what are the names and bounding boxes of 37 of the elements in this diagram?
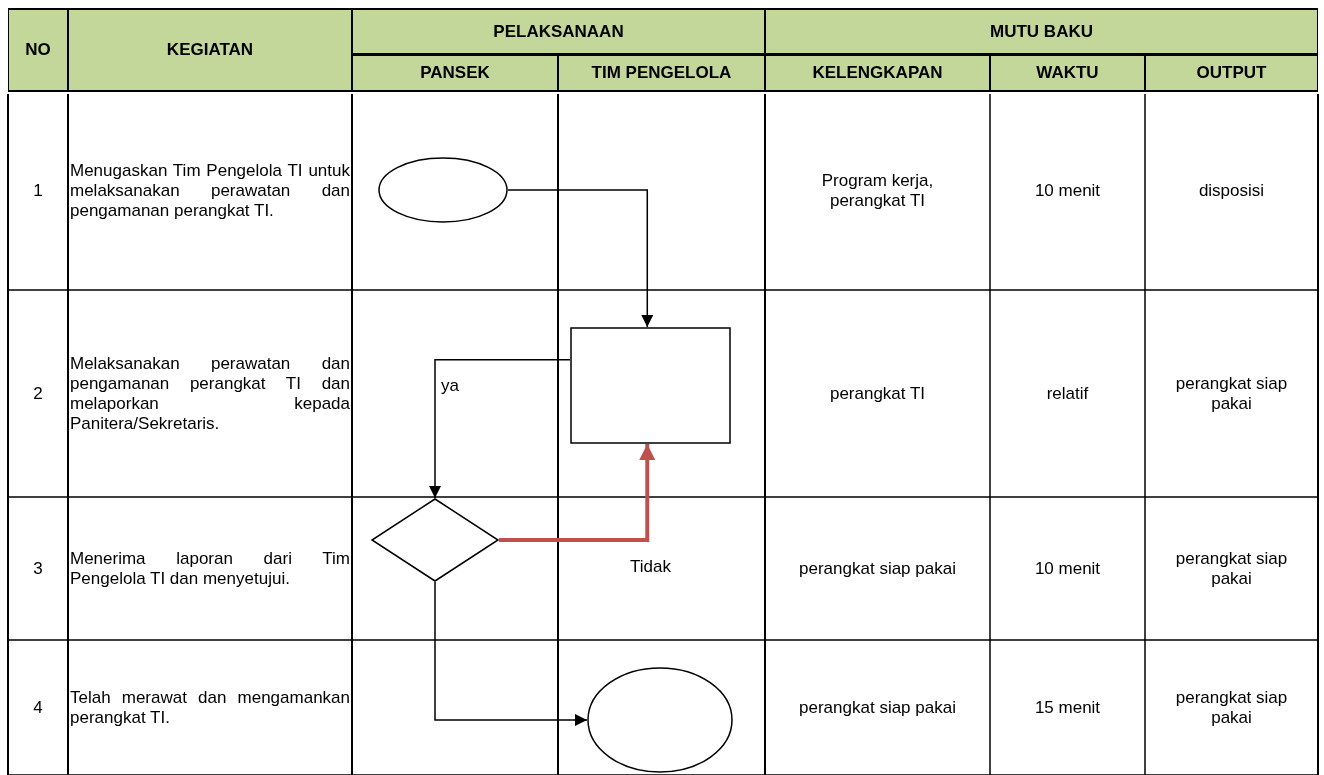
header-cell: MUTU BAKU — [765, 8, 1318, 55]
output-text: perangkat siap pakai — [1174, 373, 1289, 414]
header-cell: TIM PENGELOLA — [558, 55, 765, 92]
row-number: 2 — [32, 383, 44, 404]
time-text: 10 menit — [1033, 181, 1102, 201]
requirement-text: perangkat siap pakai — [798, 558, 957, 579]
decision-diamond — [371, 498, 499, 582]
output-text: perangkat siap pakai — [1174, 548, 1289, 589]
activity-text: Menerima laporan dari Tim Pengelola TI dan menyetujui. — [70, 548, 350, 589]
activity-text: Menugaskan Tim Pengelola TI untuk melaksanakan perawatan dan pengamanan perangkat TI. — [70, 161, 350, 221]
process-box — [570, 327, 731, 444]
time-text: relatif — [1045, 383, 1090, 404]
header-cell: KELENGKAPAN — [765, 55, 990, 92]
header-cell: KEGIATAN — [68, 8, 352, 92]
header-cell: OUTPUT — [1145, 55, 1318, 92]
arrow — [434, 581, 588, 726]
header-cell: NO — [8, 8, 68, 92]
requirement-text: perangkat TI — [828, 383, 927, 404]
time-text: 15 menit — [1033, 697, 1102, 718]
row-number: 4 — [32, 697, 44, 718]
arrow — [507, 189, 654, 328]
header-cell: PANSEK — [352, 55, 558, 92]
row-number: 3 — [32, 558, 44, 579]
header-cell: PELAKSANAAN — [352, 8, 765, 55]
output-text: disposisi — [1197, 181, 1266, 201]
requirement-text: Program kerja, perangkat TI — [820, 171, 935, 211]
row-number: 1 — [32, 181, 44, 201]
activity-text: Melaksanakan perawatan dan pengamanan perangkat TI dan melaporkan kepada Panitera/Sekretaris. — [70, 353, 350, 434]
header-cell: WAKTU — [990, 55, 1145, 92]
requirement-text: perangkat siap pakai — [798, 697, 957, 718]
terminator-ellipse — [378, 157, 508, 223]
terminator-ellipse — [587, 667, 733, 773]
arrow — [499, 444, 656, 542]
activity-text: Telah merawat dan mengamankan perangkat TI. — [70, 687, 350, 728]
time-text: 10 menit — [1033, 558, 1102, 579]
output-text: perangkat siap pakai — [1174, 687, 1289, 728]
arrow — [429, 359, 571, 499]
